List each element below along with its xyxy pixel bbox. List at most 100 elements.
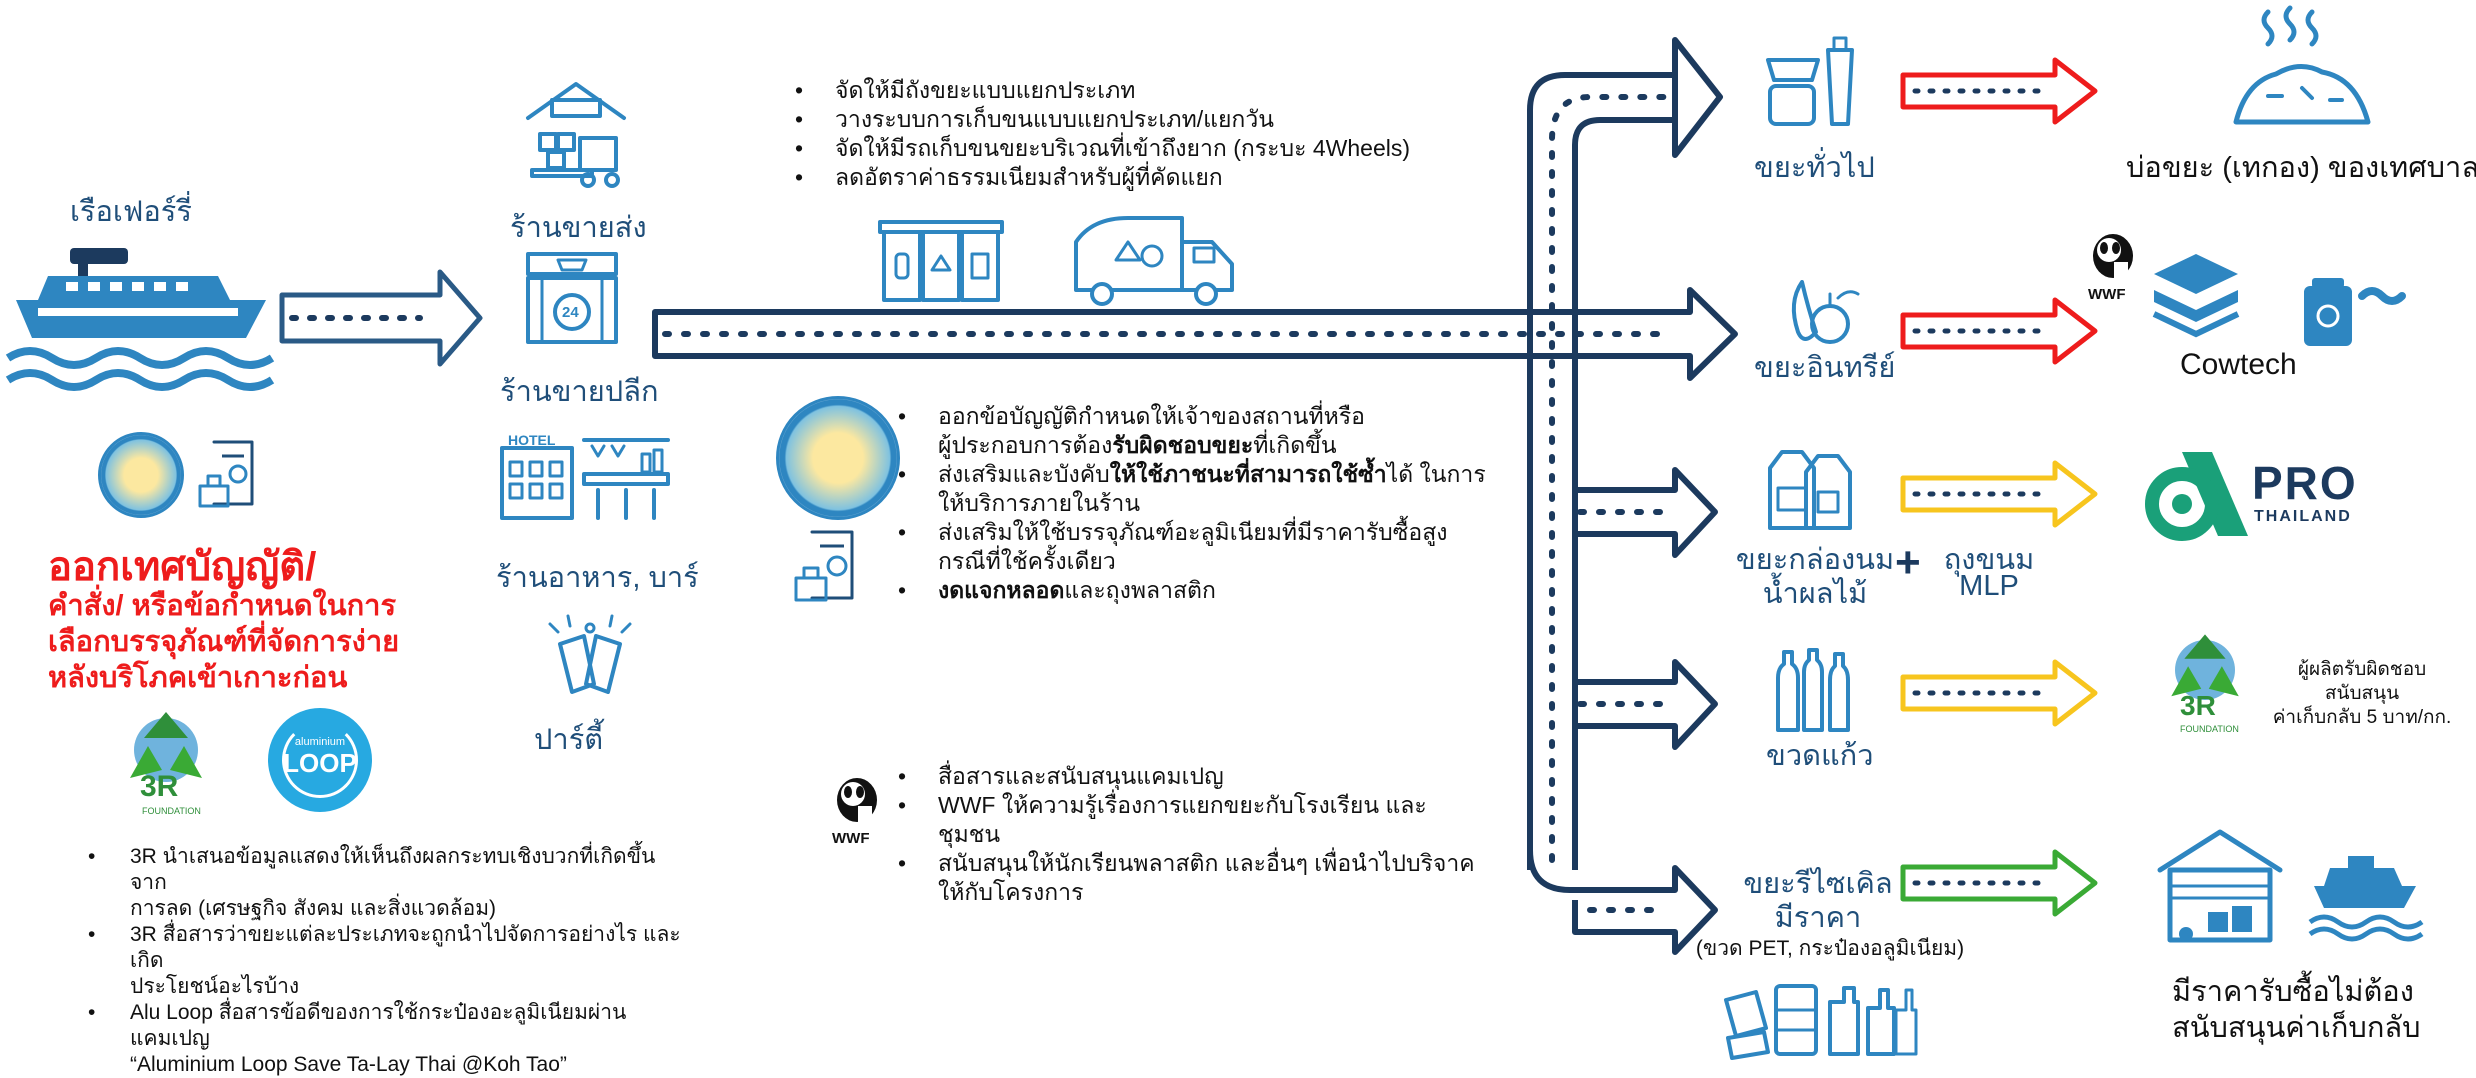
recycle-destination-line2: สนับสนุนค่าเก็บกลับ	[2172, 1012, 2421, 1044]
left-heading-line4: หลังบริโภคเข้าเกาะก่อน	[48, 662, 348, 694]
glass-destination-text: ผู้ผลิตรับผิดชอบ สนับสนุน ค่าเก็บกลับ 5 …	[2262, 658, 2462, 730]
glass-label: ขวดแก้ว	[1766, 740, 1874, 772]
arrow-yellow-1	[1900, 460, 2098, 528]
milk-carton-icon	[1768, 450, 1852, 530]
wholesale-label: ร้านขายส่ง	[510, 212, 647, 244]
left-bullet-3: •Alu Loop สื่อสารข้อดีของการใช้กระป๋องอะ…	[88, 1001, 627, 1050]
center-bullets-mid: •ออกข้อบัญญัติกำหนดให้เจ้าของสถานที่หรือ…	[898, 402, 1518, 605]
bar-counter-icon	[582, 438, 670, 520]
center-mid-bullet-1: •ออกข้อบัญญัติกำหนดให้เจ้าของสถานที่หรือ	[898, 403, 1365, 429]
center-mid-bullet-1-cont: ผู้ประกอบการต้องรับผิดชอบขยะที่เกิดขึ้น	[938, 432, 1337, 458]
left-bullet-3-cont: “Aluminium Loop Save Ta-Lay Thai @Koh Ta…	[130, 1053, 567, 1076]
pro-logo-big: PRO	[2252, 457, 2358, 509]
left-heading-line2: คำสั่ง/ หรือข้อกำหนดในการ	[48, 590, 397, 622]
wwf-label-center: WWF	[832, 830, 870, 847]
hotel-sign-text: HOTEL	[508, 432, 556, 448]
recycle-globe-icon	[130, 712, 202, 782]
landfill-label: บ่อขยะ (เทกอง) ของเทศบาล	[2126, 152, 2476, 184]
general-waste-label: ขยะทั่วไป	[1754, 152, 1875, 184]
center-mid-bullet-3-cont: กรณีที่ใช้ครั้งเดียว	[938, 548, 1116, 574]
logo-3r-sub: FOUNDATION	[142, 806, 201, 816]
wholesale-warehouse-icon	[526, 82, 626, 188]
left-bullet-1: •3R นำเสนอข้อมูลแสดงให้เห็นถึงผลกระทบเชิ…	[88, 845, 656, 894]
cargo-ship-icon	[2308, 856, 2424, 942]
aluminium-loop-logo: aluminium LOOP	[268, 708, 372, 812]
sorting-bins-icon	[878, 220, 1004, 302]
party-label: ปาร์ตี้	[534, 724, 604, 756]
center-top-bullet-1: •จัดให้มีถังขยะแบบแยกประเภท	[795, 77, 1136, 103]
center-mid-bullet-3: •ส่งเสริมให้ใช้บรรจุภัณฑ์อะลูมิเนียมที่ม…	[898, 519, 1448, 545]
center-top-bullet-4: •ลดอัตราค่าธรรมเนียมสำหรับผู้ที่คัดแยก	[795, 164, 1223, 190]
recycle-note: (ขวด PET, กระป๋องอลูมิเนียม)	[1695, 937, 1965, 960]
arrow-red-2	[1900, 297, 2098, 365]
recycle-destination-line1: มีราคารับซื้อไม่ต้อง	[2172, 976, 2414, 1008]
logo-3r-right: 3R FOUNDATION	[2160, 628, 2250, 746]
left-bullet-2-cont: ประโยชน์อะไรบ้าง	[130, 975, 300, 998]
arrow-red-1	[1900, 57, 2098, 125]
warehouse-icon	[2157, 829, 2283, 943]
glass-bottles-icon	[1776, 648, 1850, 732]
recycle-globe-icon-right	[2171, 634, 2239, 700]
recycle-label-line2: มีราคา	[1774, 902, 1862, 934]
center-mid-bullet-4: •งดแจกหลอดและถุงพลาสติก	[898, 577, 1216, 603]
landfill-icon	[2233, 5, 2371, 125]
branch-glass	[1575, 659, 1718, 750]
pro-thailand-logo-mark	[2145, 452, 2248, 541]
wwf-panda-logo	[837, 778, 877, 824]
mlp-label-line1: ถุงขนม	[1943, 544, 2035, 576]
branch-trunk	[1527, 37, 1723, 870]
carton-label-line2: น้ำผลไม้	[1762, 578, 1868, 610]
restaurant-label: ร้านอาหาร, บาร์	[496, 562, 699, 594]
municipal-seal-logo	[98, 432, 184, 518]
left-bullet-1-cont: การลด (เศรษฐกิจ สังคม และสิ่งแวดล้อม)	[130, 897, 497, 920]
pro-logo-small: THAILAND	[2254, 508, 2352, 525]
glass-dest-line2: สนับสนุน	[2324, 683, 2400, 704]
center-mid-bullet-2: •ส่งเสริมและบังคับให้ใช้ภาชนะที่สามารถใช…	[898, 461, 1486, 487]
center-top-bullet-2: •วางระบบการเก็บขนแบบแยกประเภท/แยกวัน	[795, 106, 1274, 132]
logo-3r-right-sub: FOUNDATION	[2180, 724, 2239, 734]
mlp-label-line2: MLP	[1959, 570, 2019, 602]
left-heading-line1: ออกเทศบัญญัติ/	[48, 545, 317, 589]
center-bullets-bottom: •สื่อสารและสนับสนุนแคมเปญ •WWF ให้ความรู…	[898, 762, 1498, 907]
center-bottom-bullet-2-cont: ชุมชน	[938, 821, 1001, 847]
center-bottom-bullet-2: •WWF ให้ความรู้เรื่องการแยกขยะกับโรงเรีย…	[898, 792, 1427, 818]
glass-dest-line3: ค่าเก็บกลับ 5 บาท/กก.	[2272, 707, 2452, 728]
cowtech-layers-logo	[2152, 254, 2240, 338]
recycle-label-line1: ขยะรีไซเคิล	[1743, 868, 1893, 900]
center-top-bullet-3: •จัดให้มีรถเก็บขนขยะบริเวณที่เข้าถึงยาก …	[795, 135, 1410, 161]
convenience-store-icon	[526, 252, 618, 344]
logo-3r-text: 3R	[140, 770, 179, 803]
municipal-seal-logo-center	[776, 396, 900, 520]
main-arrow	[652, 287, 1738, 381]
wwf-panda-logo-right	[2093, 234, 2133, 280]
garbage-truck-icon	[1074, 216, 1234, 306]
party-cheers-icon	[548, 614, 632, 694]
logo-3r-right-text: 3R	[2180, 690, 2216, 721]
compost-bin-worm-icon	[2304, 278, 2406, 346]
document-stamp-icon-center	[794, 530, 854, 602]
plus-sign: +	[1895, 538, 1921, 587]
arrow-green	[1900, 849, 2098, 917]
ferry-label: เรือเฟอร์รี่	[70, 196, 192, 228]
hotel-icon	[500, 446, 574, 520]
left-bullets: •3R นำเสนอข้อมูลแสดงให้เห็นถึงผลกระทบเชิ…	[88, 844, 688, 1078]
cowtech-label: Cowtech	[2180, 348, 2297, 381]
branch-recycle	[1527, 849, 1718, 955]
center-bottom-bullet-3: •สนับสนุนให้นักเรียนพลาสติก และอื่นๆ เพื…	[898, 850, 1475, 876]
carton-label-line1: ขยะกล่องนม	[1735, 544, 1895, 576]
glass-dest-line1: ผู้ผลิตรับผิดชอบ	[2297, 659, 2427, 680]
left-bullet-2: •3R สื่อสารว่าขยะแต่ละประเภทจะถูกนำไปจัด…	[88, 923, 681, 972]
retail-label: ร้านขายปลีก	[500, 376, 659, 408]
ferry-arrow	[279, 269, 483, 367]
center-bottom-bullet-3-cont: ให้กับโครงการ	[938, 879, 1084, 905]
store-24-text: 24	[562, 304, 579, 321]
wwf-label-right: WWF	[2088, 286, 2126, 303]
branch-carton	[1575, 467, 1718, 558]
arrow-yellow-2	[1900, 659, 2098, 727]
left-heading-line3: เลือกบรรจุภัณฑ์ที่จัดการง่าย	[48, 626, 400, 658]
center-bottom-bullet-1: •สื่อสารและสนับสนุนแคมเปญ	[898, 763, 1224, 789]
document-stamp-icon	[198, 440, 254, 508]
recyclables-cans-bottles-icon	[1724, 984, 1918, 1060]
center-bullets-top: •จัดให้มีถังขยะแบบแยกประเภท •วางระบบการเ…	[795, 76, 1495, 192]
